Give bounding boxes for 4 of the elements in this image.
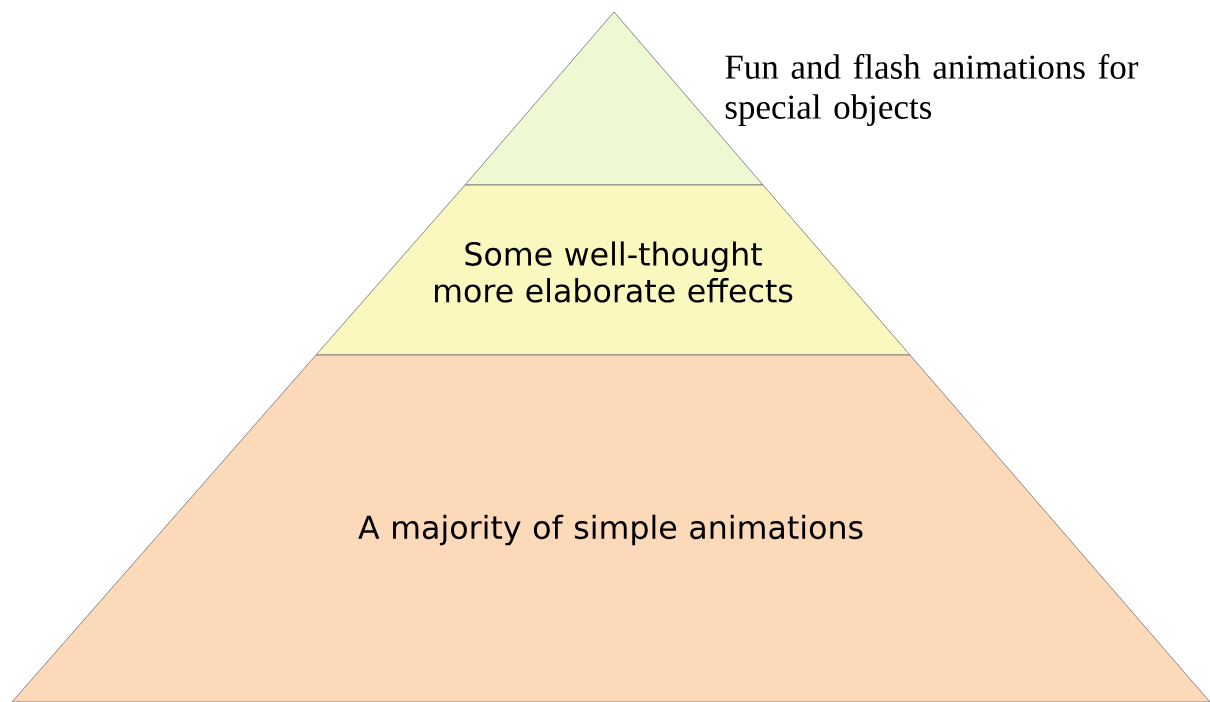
pyramid-band: Some well-thought more elaborate effects	[315, 184, 911, 356]
pyramid-band: A majority of simple animations	[11, 354, 1210, 702]
node-label: Fun and flash animations for special objects	[725, 53, 1139, 127]
pyramid-band: Fun and flash animations for special objects	[464, 11, 1139, 186]
